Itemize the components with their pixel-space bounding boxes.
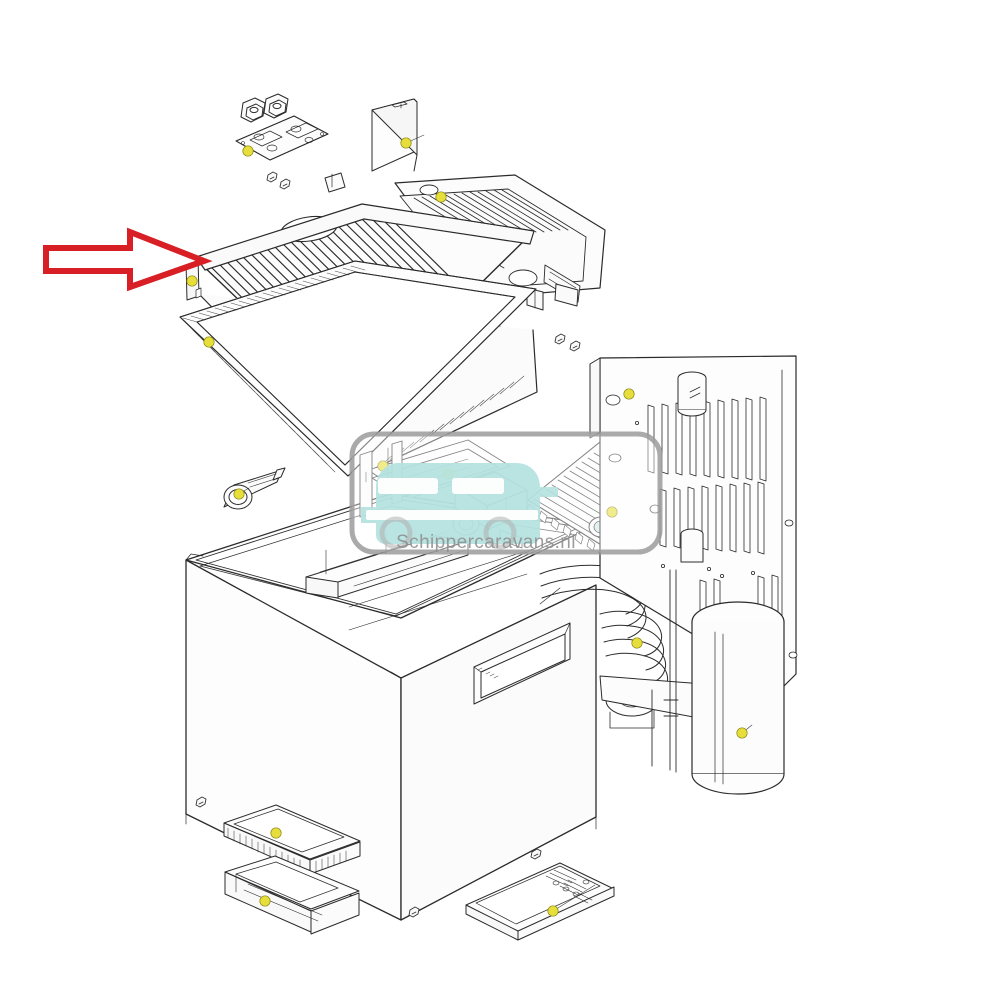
fasteners-top-left-group [235,93,329,190]
callout-gasket-frame [203,336,215,348]
callout-flue-cylinder [736,727,748,739]
callout-igniter-unit [233,488,245,500]
callout-grill-right [435,191,447,203]
red-pointer-arrow [43,227,213,292]
callout-drip-tray [259,895,271,907]
hinge-clip-left [240,97,266,123]
cabinet-door-handle [473,622,571,705]
callout-condenser-fin [606,506,618,518]
screw-pair-right [554,333,581,352]
flue-cylinder-large [691,601,785,795]
hinge-clip-right [263,93,289,119]
door-panel-square [371,98,418,172]
flue-tube-small [677,371,707,417]
watermark: Schippercaravans.nl [349,431,663,555]
callout-hinge-plate [242,145,254,157]
hinge-mounting-plate [235,115,329,161]
igniter-cylinder [223,467,286,510]
callout-back-panel [623,388,635,400]
callout-control-board [547,905,559,917]
screw-pair-upper [266,171,291,190]
callout-absorber-coil [631,637,643,649]
callout-grille-vent-tray [270,827,282,839]
callout-grill-left [186,275,198,287]
control-board-panel [465,862,615,941]
drip-tray [224,855,360,935]
watermark-text: Schippercaravans.nl [396,532,576,553]
callout-door-panel [400,137,412,149]
